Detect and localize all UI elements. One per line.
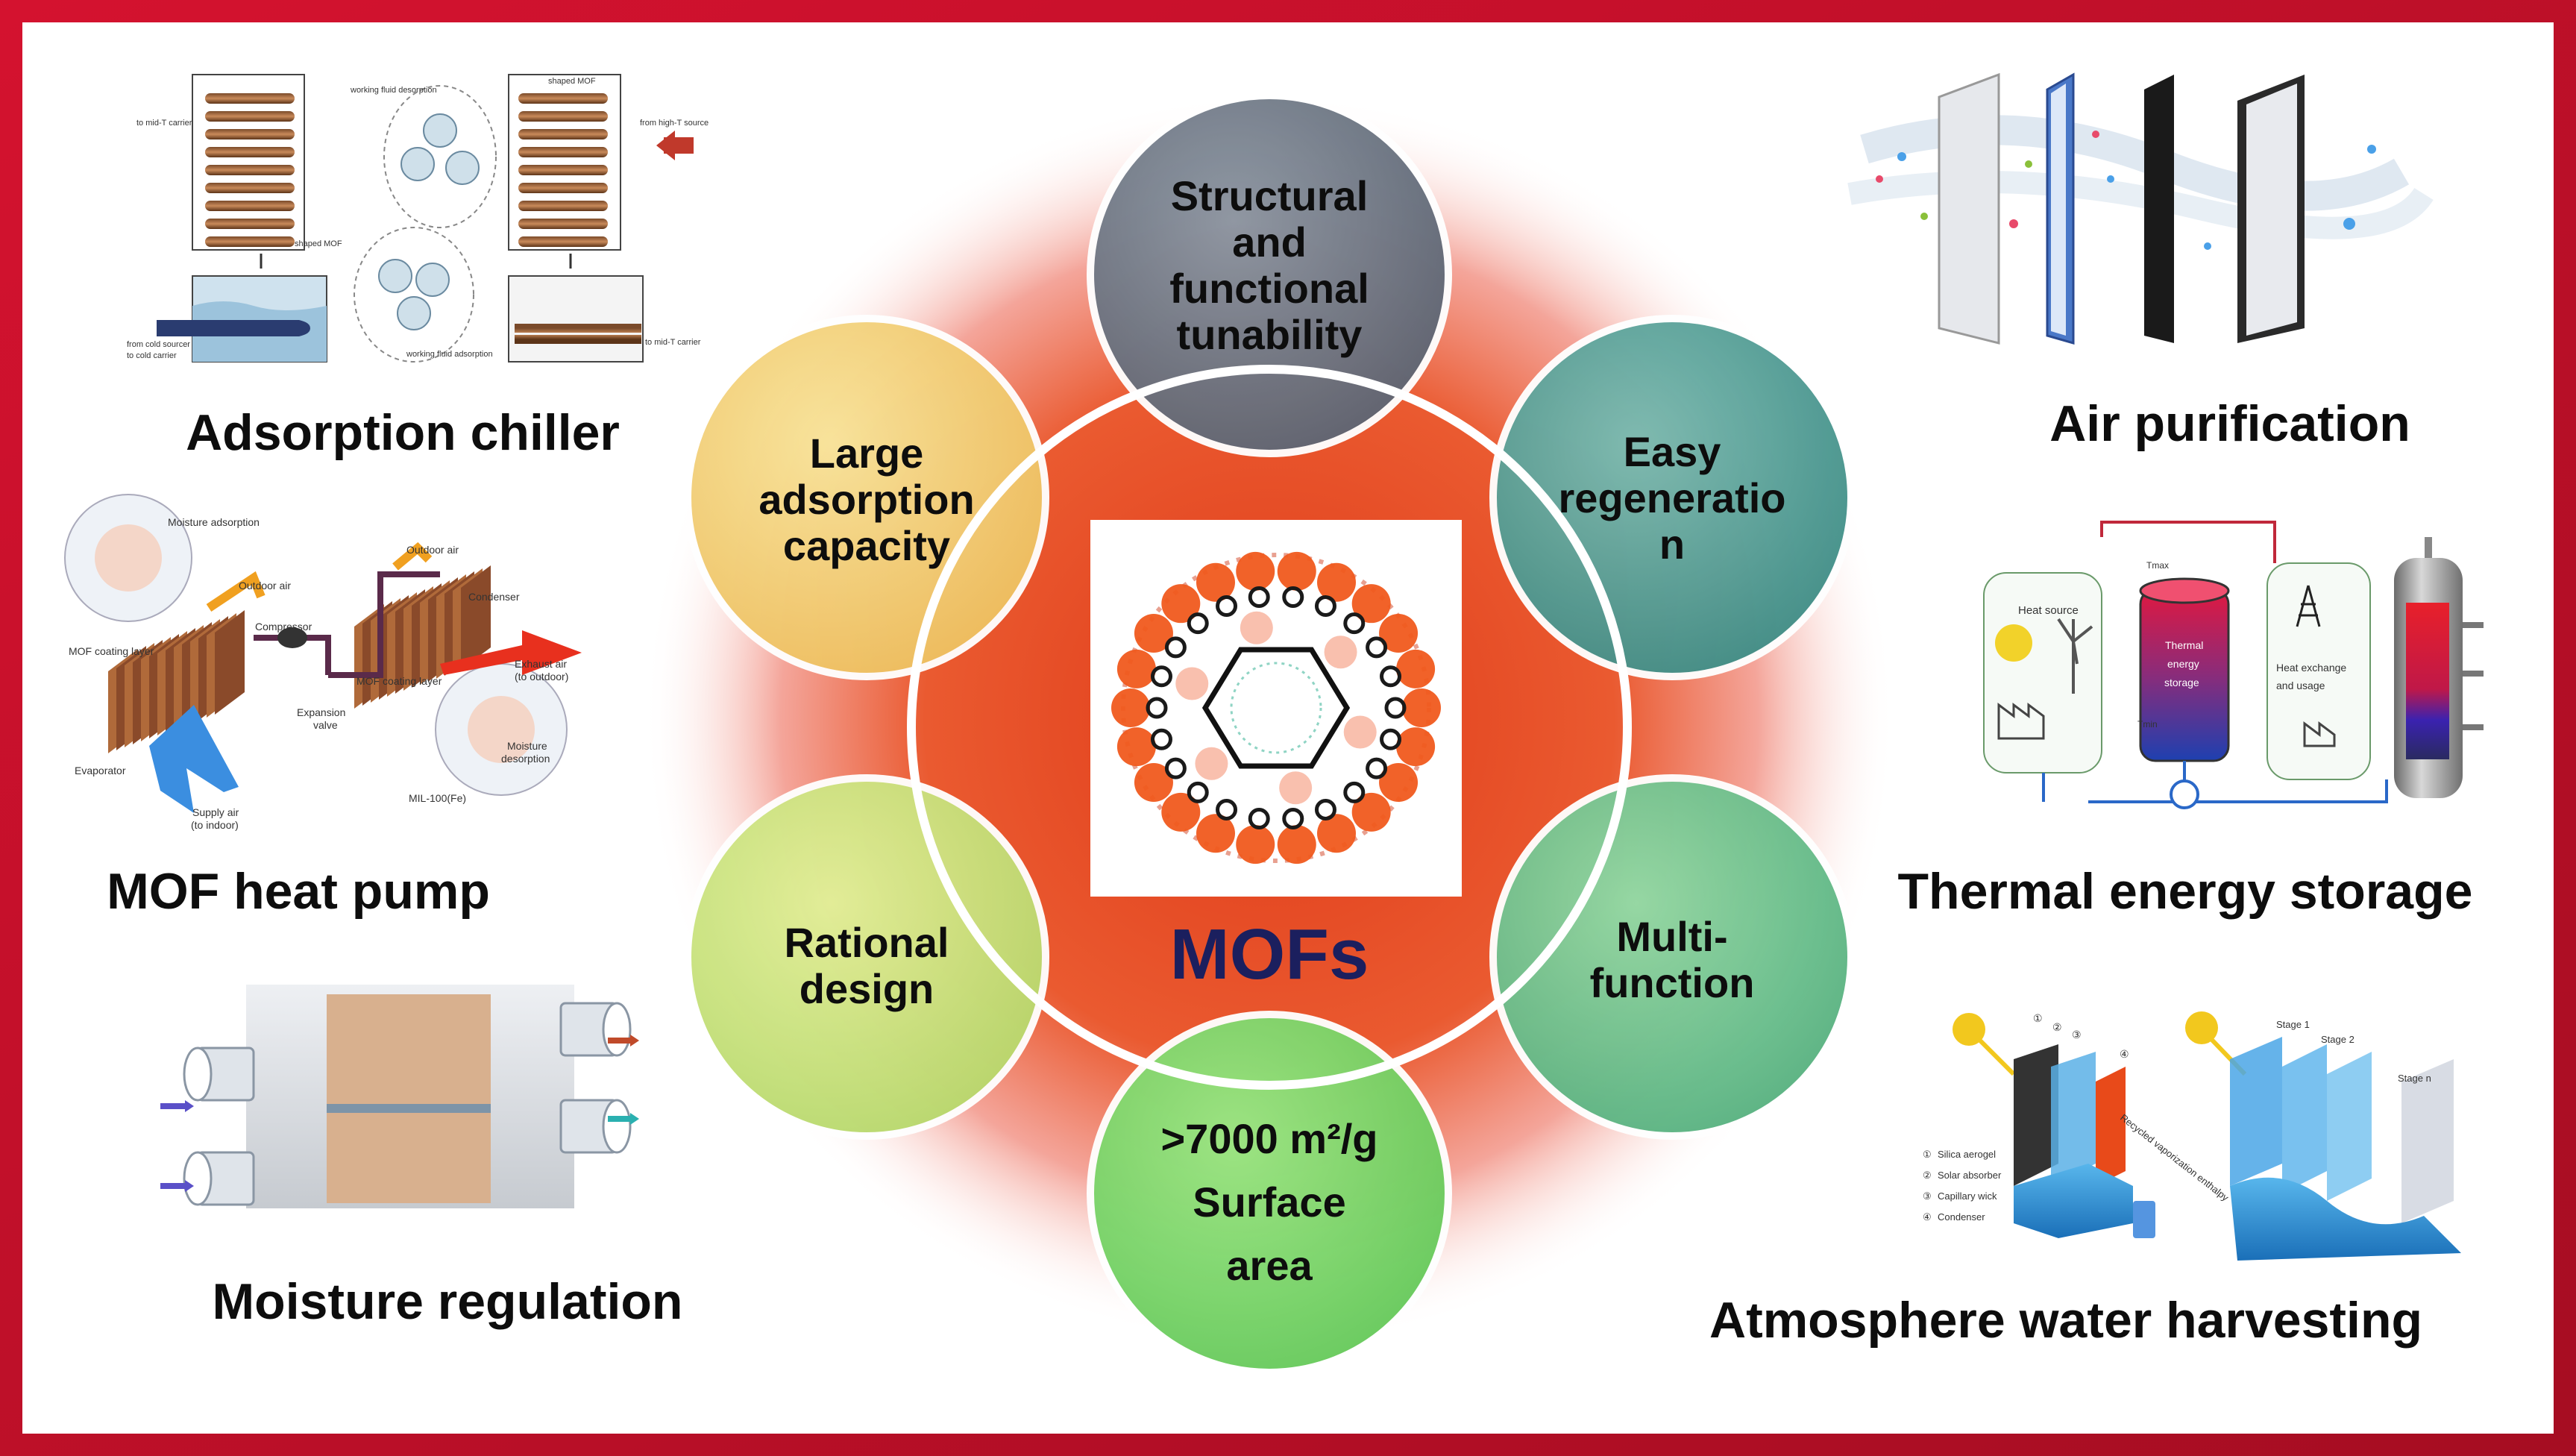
pump-label-mof-left: MOF coating layer xyxy=(69,645,154,657)
water-legend-4: Condenser xyxy=(1938,1211,1985,1223)
pump-label-compressor: Compressor xyxy=(255,621,312,633)
chiller-label-desorption: working fluid desorption xyxy=(350,86,437,95)
thermal-label-tank1: Thermal xyxy=(2165,639,2203,651)
water-label-stage1: Stage 1 xyxy=(2276,1019,2310,1030)
pump-label-moisture-des: Moisture xyxy=(507,740,547,752)
property-line: >7000 m²/g xyxy=(1160,1115,1378,1162)
thermal-label-tmin: Tmin xyxy=(2137,719,2158,729)
circle-tunability xyxy=(1087,92,1452,457)
property-line: n xyxy=(1659,521,1686,568)
pump-label-valve: valve xyxy=(313,719,338,731)
chiller-label-mid-t2: to mid-T carrier xyxy=(645,338,701,347)
thermal-label-heat-source: Heat source xyxy=(2018,604,2079,617)
center-title: MOFs xyxy=(1169,914,1369,994)
app-label-thermal-storage: Thermal energy storage xyxy=(1897,863,2473,920)
pump-label-desorption: desorption xyxy=(501,753,550,765)
property-line: area xyxy=(1226,1242,1313,1289)
pump-label-supply2: (to indoor) xyxy=(191,819,239,831)
water-legend-num-2: ② xyxy=(1923,1170,1932,1181)
adsorption-chiller-picture: to mid-T carrier working fluid desorptio… xyxy=(127,74,709,363)
chiller-label-cold2: to cold carrier xyxy=(127,351,177,360)
water-label-stagen: Stage n xyxy=(2398,1073,2431,1084)
thermal-label-exchange1: Heat exchange xyxy=(2276,662,2346,674)
pump-label-expansion: Expansion xyxy=(297,706,345,718)
circle-regeneration xyxy=(1489,315,1855,680)
heat-pump-picture: Moisture adsorption Outdoor air Outdoor … xyxy=(64,494,582,831)
property-line: function xyxy=(1589,959,1755,1006)
thermal-label-tank2: energy xyxy=(2167,658,2199,670)
mof-structure-image xyxy=(1090,520,1462,897)
moisture-regulation-picture xyxy=(160,985,639,1208)
circle-rational-design xyxy=(684,774,1049,1140)
chiller-label-cold: from cold sourcer xyxy=(127,340,190,349)
water-num-1: ① xyxy=(2033,1012,2043,1024)
property-line: Large xyxy=(809,430,924,477)
water-num-2: ② xyxy=(2052,1021,2062,1033)
central-ring xyxy=(907,365,1632,1090)
pump-label-supply: Supply air xyxy=(192,806,239,818)
water-legend-1: Silica aerogel xyxy=(1938,1149,1996,1160)
pump-label-exhaust2: (to outdoor) xyxy=(515,671,568,682)
property-line: capacity xyxy=(782,522,951,569)
pump-label-outdoor: Outdoor air xyxy=(239,580,291,592)
water-num-3: ③ xyxy=(2072,1029,2082,1041)
pump-label-mof-right: MOF coating layer xyxy=(356,675,442,687)
circle-surface-area xyxy=(1087,1011,1452,1376)
property-line: and xyxy=(1232,219,1307,266)
pump-label-outdoor-top: Outdoor air xyxy=(406,544,459,556)
thermal-label-tank3: storage xyxy=(2164,677,2199,688)
app-label-heat-pump: MOF heat pump xyxy=(107,863,490,920)
chiller-label-adsorption: working fluid adsorption xyxy=(406,350,493,359)
app-label-air-purification: Air purification xyxy=(2049,395,2410,452)
property-line: tunability xyxy=(1176,311,1363,358)
property-line: adsorption xyxy=(758,476,975,523)
pump-label-exhaust: Exhaust air xyxy=(515,658,567,670)
property-line: functional xyxy=(1169,265,1369,312)
pump-label-evaporator: Evaporator xyxy=(75,765,126,776)
circle-multifunction xyxy=(1489,774,1855,1140)
water-label-stage2: Stage 2 xyxy=(2321,1034,2354,1045)
water-legend-num-4: ④ xyxy=(1923,1211,1932,1223)
water-harvesting-picture: ① ② ③ ④ ① Silica aerogel ② Solar absorbe… xyxy=(1923,1011,2461,1261)
property-line: Rational xyxy=(784,919,949,966)
thermal-label-exchange2: and usage xyxy=(2276,680,2325,691)
thermal-label-tmax: Tmax xyxy=(2146,560,2169,571)
property-line: Surface xyxy=(1193,1179,1346,1226)
property-line: Easy xyxy=(1623,428,1721,475)
property-line: Structural xyxy=(1170,172,1369,219)
chiller-label-mid-t: to mid-T carrier xyxy=(136,119,192,128)
app-label-water-harvesting: Atmosphere water harvesting xyxy=(1709,1292,2423,1349)
pump-label-condenser: Condenser xyxy=(468,591,520,603)
property-circles xyxy=(684,92,1855,1376)
app-label-adsorption-chiller: Adsorption chiller xyxy=(186,404,620,461)
pump-label-mil: MIL-100(Fe) xyxy=(409,792,466,804)
app-label-moisture-regulation: Moisture regulation xyxy=(212,1273,683,1330)
chiller-label-shaped: shaped MOF xyxy=(295,239,342,248)
water-legend-num-3: ③ xyxy=(1923,1190,1932,1202)
circle-adsorption-capacity xyxy=(684,315,1049,680)
chiller-label-high-t: from high-T source xyxy=(640,119,709,128)
property-line: Multi- xyxy=(1616,913,1728,960)
property-line: design xyxy=(799,965,934,1012)
thermal-storage-picture: Heat source Thermal energy storage Tmax … xyxy=(1983,521,2484,809)
chiller-label-shaped-top: shaped MOF xyxy=(548,77,596,86)
property-line: regeneratio xyxy=(1558,474,1786,521)
pump-label-moisture-ads: Moisture adsorption xyxy=(168,516,260,528)
water-num-4: ④ xyxy=(2120,1048,2129,1060)
air-purification-picture xyxy=(1847,72,2434,345)
water-legend-2: Solar absorber xyxy=(1938,1170,2002,1181)
water-legend-num-1: ① xyxy=(1923,1149,1932,1160)
property-label-multifunction: Multi-function xyxy=(1508,914,1836,1006)
water-legend-3: Capillary wick xyxy=(1938,1190,1997,1202)
